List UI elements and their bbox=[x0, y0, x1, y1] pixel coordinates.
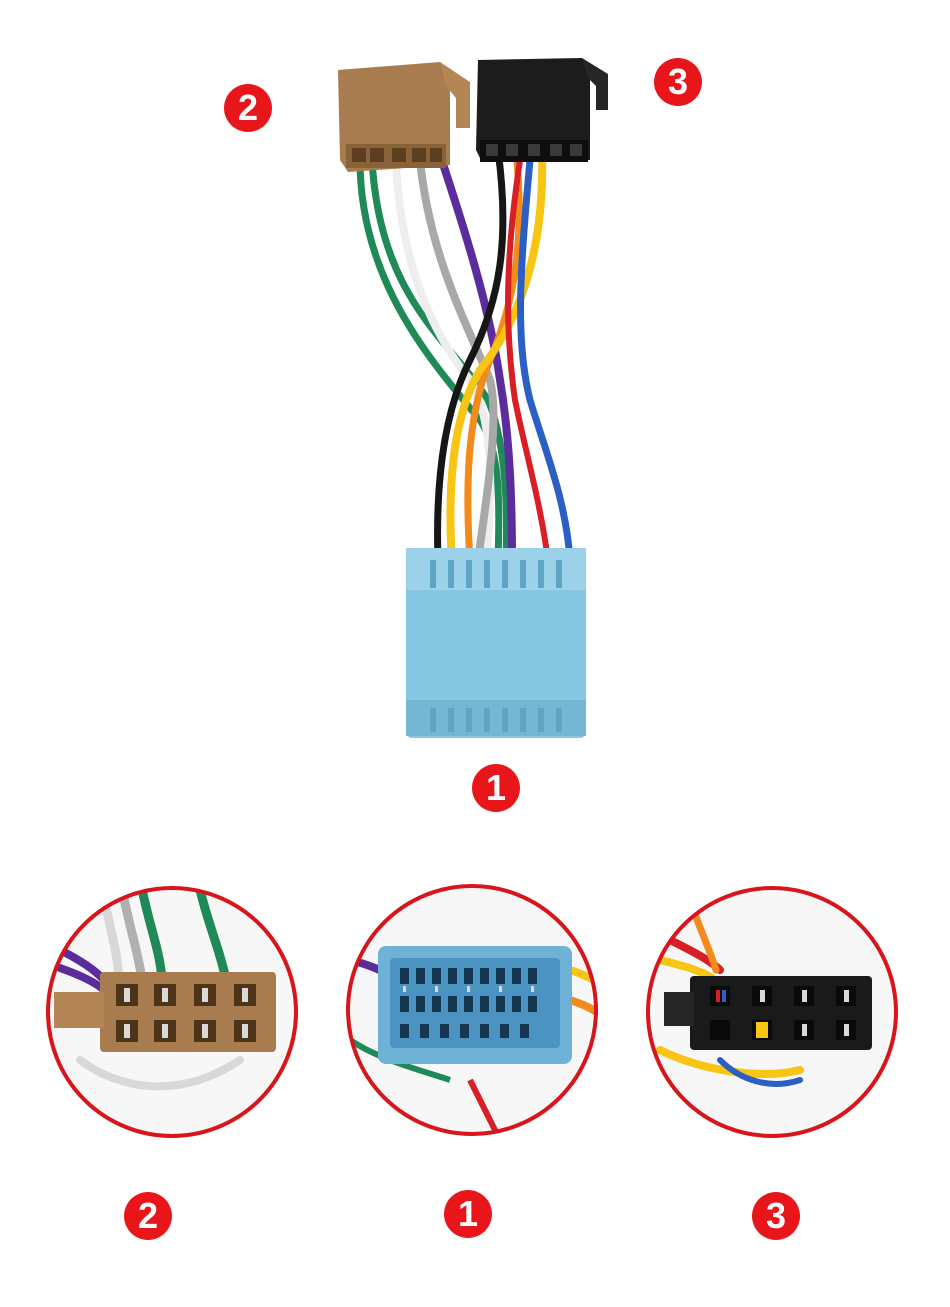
iso-connector-black bbox=[476, 58, 608, 162]
detail-circle-blue-connector bbox=[346, 884, 598, 1136]
badge-connector-1-top: 1 bbox=[472, 764, 520, 812]
detail-circle-brown-connector bbox=[46, 886, 298, 1138]
wire-blue bbox=[517, 156, 574, 564]
detail-circle-black-connector bbox=[646, 886, 898, 1138]
badge-connector-2-bottom: 2 bbox=[124, 1192, 172, 1240]
wire-purple bbox=[436, 151, 516, 564]
wire-red bbox=[505, 157, 551, 563]
wire-yellow bbox=[446, 146, 547, 564]
harness-wires bbox=[356, 146, 574, 564]
iso-connector-brown bbox=[338, 62, 470, 172]
badge-connector-3-top: 3 bbox=[654, 58, 702, 106]
oem-connector-blue bbox=[406, 548, 586, 738]
badge-connector-2-top: 2 bbox=[224, 84, 272, 132]
badge-connector-3-bottom: 3 bbox=[752, 1192, 800, 1240]
wire-black bbox=[434, 146, 507, 564]
wire-gray bbox=[416, 156, 498, 564]
badge-connector-1-bottom: 1 bbox=[444, 1190, 492, 1238]
wire-white bbox=[392, 156, 495, 564]
